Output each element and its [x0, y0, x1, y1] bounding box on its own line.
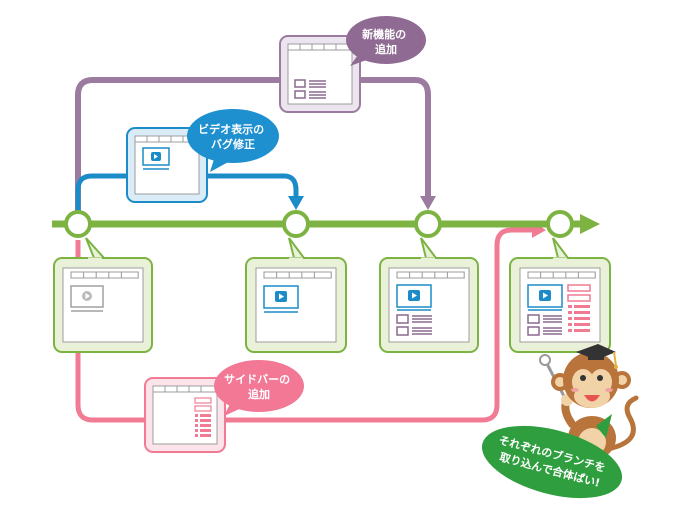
bubble-sidebar: サイドバーの 追加 — [214, 360, 304, 416]
bubble-merge: それぞれのブランチを 取り込んで合体ぱい! — [481, 414, 623, 499]
main-branch-arrow — [580, 214, 600, 234]
bubble-sidebar-text: サイドバーの 追加 — [224, 373, 294, 401]
blue-branch-line — [75, 173, 299, 222]
bubble-video-bugfix: ビデオ表示の バグ修正 — [187, 109, 279, 172]
bubble-new-feature-text: 新機能の 追加 — [362, 27, 410, 56]
pink-branch-line — [75, 227, 535, 423]
blue-branch-arrow — [288, 196, 304, 210]
bubble-new-feature: 新機能の 追加 — [346, 16, 426, 66]
commit-node-new-feature — [414, 210, 442, 238]
card-merged — [509, 237, 611, 353]
card-new-feature — [279, 35, 361, 113]
commit-node-video-fix — [282, 210, 310, 238]
commit-node-merged — [546, 210, 574, 238]
purple-branch-arrow — [420, 196, 436, 210]
card-video-bugfix — [126, 127, 208, 203]
commit-node-start — [64, 210, 92, 238]
card-initial — [53, 237, 153, 353]
card-with-video-fix — [245, 237, 347, 353]
bubble-video-bugfix-text: ビデオ表示の バグ修正 — [198, 122, 268, 151]
purple-branch-line — [75, 77, 431, 222]
card-with-new-feature — [379, 237, 479, 353]
card-sidebar — [144, 377, 226, 453]
